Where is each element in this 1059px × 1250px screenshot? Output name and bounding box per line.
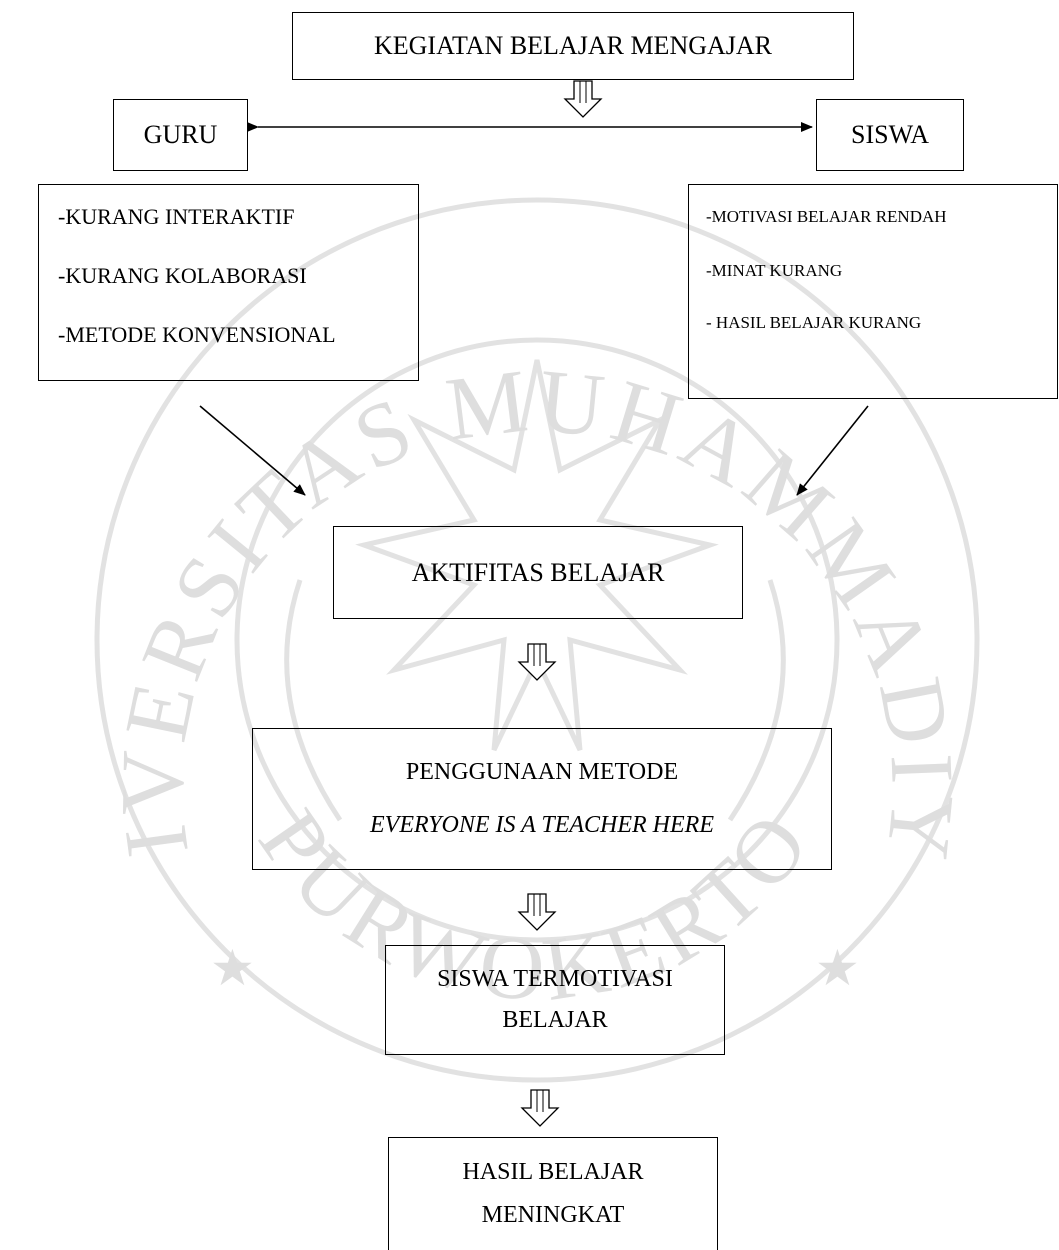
siswa-termotivasi-box: SISWA TERMOTIVASI BELAJAR: [385, 945, 725, 1055]
metode-line2: EVERYONE IS A TEACHER HERE: [370, 812, 714, 838]
siswa-problem-item: -MINAT KURANG: [706, 261, 843, 280]
siswa-label: SISWA: [850, 120, 929, 150]
hasil-line1: HASIL BELAJAR: [462, 1159, 644, 1186]
motivasi-line1: SISWA TERMOTIVASI: [437, 966, 673, 993]
siswa-problems-box: -MOTIVASI BELAJAR RENDAH -MINAT KURANG -…: [688, 184, 1058, 399]
siswa-box: SISWA: [816, 99, 964, 171]
guru-box: GURU: [113, 99, 248, 171]
svg-text:★: ★: [815, 940, 860, 996]
motivasi-line2: BELAJAR: [502, 1007, 608, 1033]
svg-text:★: ★: [210, 940, 255, 996]
penggunaan-metode-box: PENGGUNAAN METODE EVERYONE IS A TEACHER …: [252, 728, 832, 870]
guru-problem-item: -KURANG INTERAKTIF: [58, 204, 295, 229]
guru-problems-box: -KURANG INTERAKTIF -KURANG KOLABORASI -M…: [38, 184, 419, 381]
guru-label: GURU: [143, 120, 218, 150]
hasil-belajar-box: HASIL BELAJAR MENINGKAT: [388, 1137, 718, 1250]
kegiatan-title: KEGIATAN BELAJAR MENGAJAR: [373, 31, 773, 61]
siswa-problem-item: -MOTIVASI BELAJAR RENDAH: [706, 207, 947, 226]
siswa-problem-item: - HASIL BELAJAR KURANG: [706, 313, 922, 332]
guru-problem-item: -KURANG KOLABORASI: [58, 263, 307, 288]
metode-line1: PENGGUNAAN METODE: [405, 759, 679, 786]
kegiatan-belajar-mengajar-box: KEGIATAN BELAJAR MENGAJAR: [292, 12, 854, 80]
guru-problem-item: -METODE KONVENSIONAL: [58, 322, 336, 347]
aktifitas-belajar-box: AKTIFITAS BELAJAR: [333, 526, 743, 619]
hasil-line2: MENINGKAT: [481, 1202, 625, 1228]
aktifitas-label: AKTIFITAS BELAJAR: [411, 557, 665, 587]
